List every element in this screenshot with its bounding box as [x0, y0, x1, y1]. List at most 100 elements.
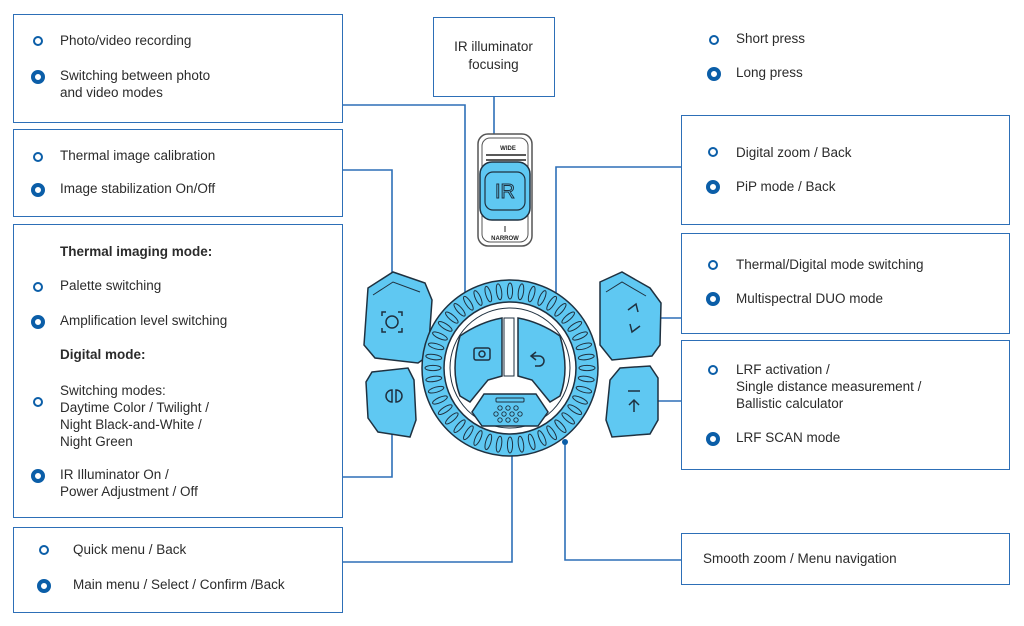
callout-ir-focus: IR illuminator focusing	[433, 17, 555, 97]
connector-calibration	[342, 169, 393, 302]
calibration-button[interactable]	[363, 271, 433, 364]
anchor-dot-wheel	[562, 439, 568, 445]
wheel-grip-tick	[437, 321, 453, 332]
wheel-grip-tick	[572, 395, 588, 405]
wheel-grip-tick	[554, 303, 567, 317]
lrf-short-text-2: Single distance measurement /	[736, 379, 922, 394]
short-press-icon	[708, 365, 718, 375]
menu-long-text: Main menu / Select / Confirm /Back	[73, 577, 285, 592]
wheel-grip-tick	[567, 321, 583, 332]
calibration-long-text: Image stabilization On/Off	[60, 181, 216, 196]
wheel-grip-tick	[578, 364, 596, 372]
duo-button[interactable]	[599, 271, 662, 361]
wheel-grip-tick	[577, 353, 595, 361]
zoom-long-text: PiP mode / Back	[736, 179, 836, 194]
menu-short-text: Quick menu / Back	[73, 542, 187, 557]
wheel-grip-tick	[527, 433, 536, 451]
lrf-button[interactable]	[605, 365, 659, 438]
long-press-icon	[707, 67, 721, 81]
wheel-grip-tick	[463, 295, 474, 311]
arrow-up-icon	[628, 398, 640, 412]
wheel-grip-tick	[424, 364, 442, 372]
camera-button[interactable]	[454, 317, 503, 403]
digital-long-text-1: IR Illuminator On /	[60, 467, 169, 482]
long-press-icon	[706, 292, 720, 306]
wheel-grip-tick	[527, 285, 536, 303]
back-button[interactable]	[517, 317, 566, 403]
swap-icon	[627, 302, 641, 334]
thermal-short-text: Palette switching	[60, 278, 162, 293]
menu-dot	[497, 405, 503, 411]
wheel-grip-tick	[445, 311, 459, 324]
wheel-grip-tick	[463, 425, 474, 441]
wheel-grip-tick	[517, 283, 525, 301]
digital-long-text-2: Power Adjustment / Off	[60, 484, 198, 499]
wheel-grip-tick	[575, 385, 593, 394]
menu-dot	[501, 411, 507, 417]
long-press-icon	[31, 315, 45, 329]
short-press-icon	[708, 260, 718, 270]
menu-dots-icon	[493, 405, 523, 423]
photo-short-text: Photo/video recording	[60, 33, 192, 48]
wheel-grip-tick	[427, 385, 445, 394]
wheel-grip-tick	[546, 295, 557, 311]
duo-short-text: Thermal/Digital mode switching	[736, 257, 924, 272]
mode-button[interactable]	[365, 367, 417, 438]
wheel-grip-tick	[432, 395, 448, 405]
wheel-grip-tick	[577, 375, 595, 383]
ir-focus-slider[interactable]: IR WIDE NARROW	[477, 133, 533, 247]
calibration-short-text: Thermal image calibration	[60, 148, 216, 163]
short-press-icon	[708, 147, 718, 157]
digital-short-text-4: Night Green	[60, 434, 133, 449]
callout-wheel: Smooth zoom / Menu navigation	[681, 533, 1010, 585]
connector-photo	[342, 104, 466, 380]
digital-short-text-3: Night Black-and-White /	[60, 417, 202, 432]
callout-modes: Thermal imaging mode: Palette switching …	[13, 224, 343, 518]
wheel-grip-tick	[495, 435, 503, 453]
wheel-grip-tick	[425, 375, 443, 383]
zoom-short-text: Digital zoom / Back	[736, 145, 852, 160]
callout-lrf: LRF activation / Single distance measure…	[681, 340, 1010, 470]
long-press-icon	[31, 469, 45, 483]
legend-long-press: Long press	[736, 65, 803, 80]
menu-dot	[517, 411, 523, 417]
thermal-long-text: Amplification level switching	[60, 313, 228, 328]
ir-wide-label: WIDE	[500, 146, 516, 152]
thermal-mode-heading: Thermal imaging mode:	[60, 244, 213, 259]
callout-digital-zoom: Digital zoom / Back PiP mode / Back	[681, 115, 1010, 225]
calibration-icon	[385, 315, 399, 329]
wheel-grip-tick	[537, 290, 547, 306]
lrf-long-text: LRF SCAN mode	[736, 430, 841, 445]
wheel-grip-tick	[473, 430, 483, 446]
duo-long-text: Multispectral DUO mode	[736, 291, 884, 306]
connector-modes	[342, 417, 393, 478]
digital-mode-heading: Digital mode:	[60, 347, 146, 362]
callout-menu: Quick menu / Back Main menu / Select / C…	[13, 527, 343, 613]
short-press-icon	[33, 282, 43, 292]
wheel-grip-tick	[554, 419, 567, 433]
long-press-icon	[31, 183, 45, 197]
menu-dot	[513, 405, 519, 411]
wheel-grip-tick	[495, 283, 503, 301]
long-press-icon	[31, 70, 45, 84]
digital-short-text-2: Daytime Color / Twilight /	[60, 400, 210, 415]
wheel-grip-tick	[427, 342, 445, 351]
menu-dot	[497, 417, 503, 423]
camera-icon	[473, 347, 491, 361]
short-press-icon	[709, 35, 719, 45]
wheel-grip-tick	[445, 412, 459, 425]
menu-button[interactable]	[471, 393, 549, 427]
wheel-grip-tick	[546, 425, 557, 441]
wheel-grip-tick	[453, 303, 466, 317]
ir-focus-text-2: focusing	[468, 57, 519, 72]
long-press-icon	[706, 432, 720, 446]
wheel-grip-tick	[567, 404, 583, 415]
wheel-grip-tick	[517, 435, 525, 453]
wheel-grip-tick	[484, 433, 493, 451]
short-press-icon	[39, 545, 49, 555]
connector-menu	[342, 420, 513, 563]
wheel-text: Smooth zoom / Menu navigation	[703, 551, 897, 566]
callout-calibration: Thermal image calibration Image stabiliz…	[13, 129, 343, 217]
long-press-icon	[706, 180, 720, 194]
